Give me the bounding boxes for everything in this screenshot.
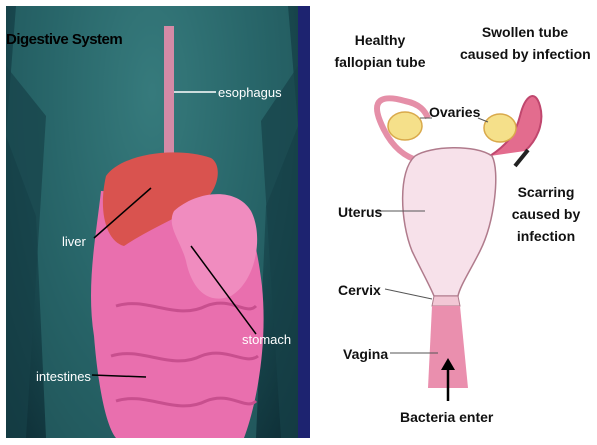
uterus-label: Uterus: [338, 201, 382, 223]
esophagus-label: esophagus: [218, 85, 282, 100]
reproductive-system-panel: Healthy fallopian tube Swollen tube caus…: [310, 6, 591, 438]
digestive-system-panel: Digestive System esophagus liver stomach…: [6, 6, 298, 438]
swollen-line-2: caused by infection: [460, 43, 590, 65]
cervix-shape: [432, 296, 460, 306]
right-arm: [261, 66, 298, 438]
scarring-line-1: Scarring: [505, 181, 587, 203]
ovaries-label: Ovaries: [429, 101, 480, 123]
swollen-tube-label: Swollen tube caused by infection: [460, 21, 590, 65]
healthy-fallopian-tube-label: Healthy fallopian tube: [325, 29, 435, 73]
scarring-line-2: caused by: [505, 203, 587, 225]
panel-divider: [298, 6, 310, 438]
uterus-shape: [403, 148, 496, 296]
swollen-line-1: Swollen tube: [460, 21, 590, 43]
scarring-mark: [515, 150, 528, 166]
scarring-label: Scarring caused by infection: [505, 181, 587, 247]
left-ovary: [388, 112, 422, 140]
scarring-line-3: infection: [505, 225, 587, 247]
healthy-line-2: fallopian tube: [325, 51, 435, 73]
bacteria-enter-label: Bacteria enter: [400, 406, 493, 428]
cervix-label: Cervix: [338, 279, 381, 301]
intestines-label: intestines: [36, 369, 91, 384]
cervix-pointer: [385, 289, 432, 299]
liver-label: liver: [62, 234, 86, 249]
right-ovary: [484, 114, 516, 142]
esophagus-tube: [164, 26, 174, 166]
vagina-label: Vagina: [343, 343, 388, 365]
stomach-label: stomach: [242, 332, 291, 347]
healthy-line-1: Healthy: [325, 29, 435, 51]
digestive-system-title: Digestive System: [6, 31, 122, 48]
